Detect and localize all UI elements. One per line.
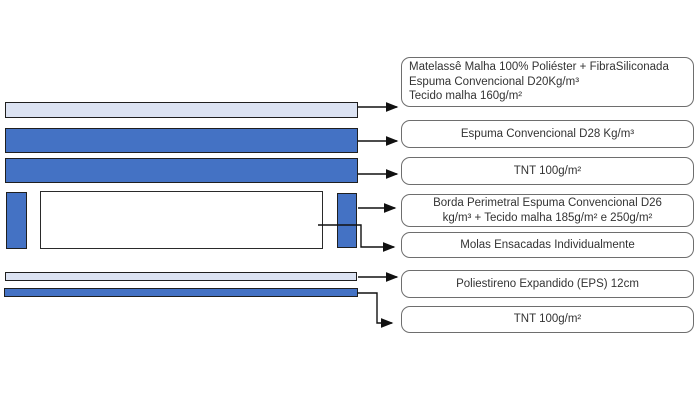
arrow-tnt-bottom: [357, 292, 394, 328]
layer-bar-matelasse: [5, 102, 358, 118]
label-box-eps: Poliestireno Expandido (EPS) 12cm: [401, 270, 694, 298]
springs-core-box: [40, 191, 323, 249]
layer-bar-espuma-d28: [5, 128, 358, 153]
label-box-molas: Molas Ensacadas Individualmente: [401, 232, 694, 258]
label-text-tnt-bottom: TNT 100g/m²: [513, 313, 582, 326]
label-box-tnt-bottom: TNT 100g/m²: [401, 306, 694, 333]
label-box-borda-perimetral: Borda Perimetral Espuma Convencional D26…: [401, 194, 694, 227]
borda-block-left: [6, 192, 27, 249]
borda-block-right: [337, 193, 357, 248]
label-text-molas: Molas Ensacadas Individualmente: [460, 238, 635, 251]
label-text-eps: Poliestireno Expandido (EPS) 12cm: [456, 277, 639, 290]
label-box-matelasse: Matelassê Malha 100% Poliéster + FibraSi…: [401, 57, 694, 107]
layer-bar-tnt-top: [5, 158, 358, 183]
layer-bar-tnt-bottom: [4, 288, 358, 297]
label-text-espuma-d28: Espuma Convencional D28 Kg/m³: [460, 127, 635, 140]
label-text-matelasse: Matelassê Malha 100% Poliéster + FibraSi…: [409, 60, 669, 103]
label-box-espuma-d28: Espuma Convencional D28 Kg/m³: [401, 120, 694, 148]
layer-bar-eps: [5, 272, 357, 281]
label-text-tnt-top: TNT 100g/m²: [513, 164, 582, 177]
label-box-tnt-top: TNT 100g/m²: [401, 157, 694, 185]
label-text-borda-perimetral: Borda Perimetral Espuma Convencional D26…: [433, 196, 662, 224]
